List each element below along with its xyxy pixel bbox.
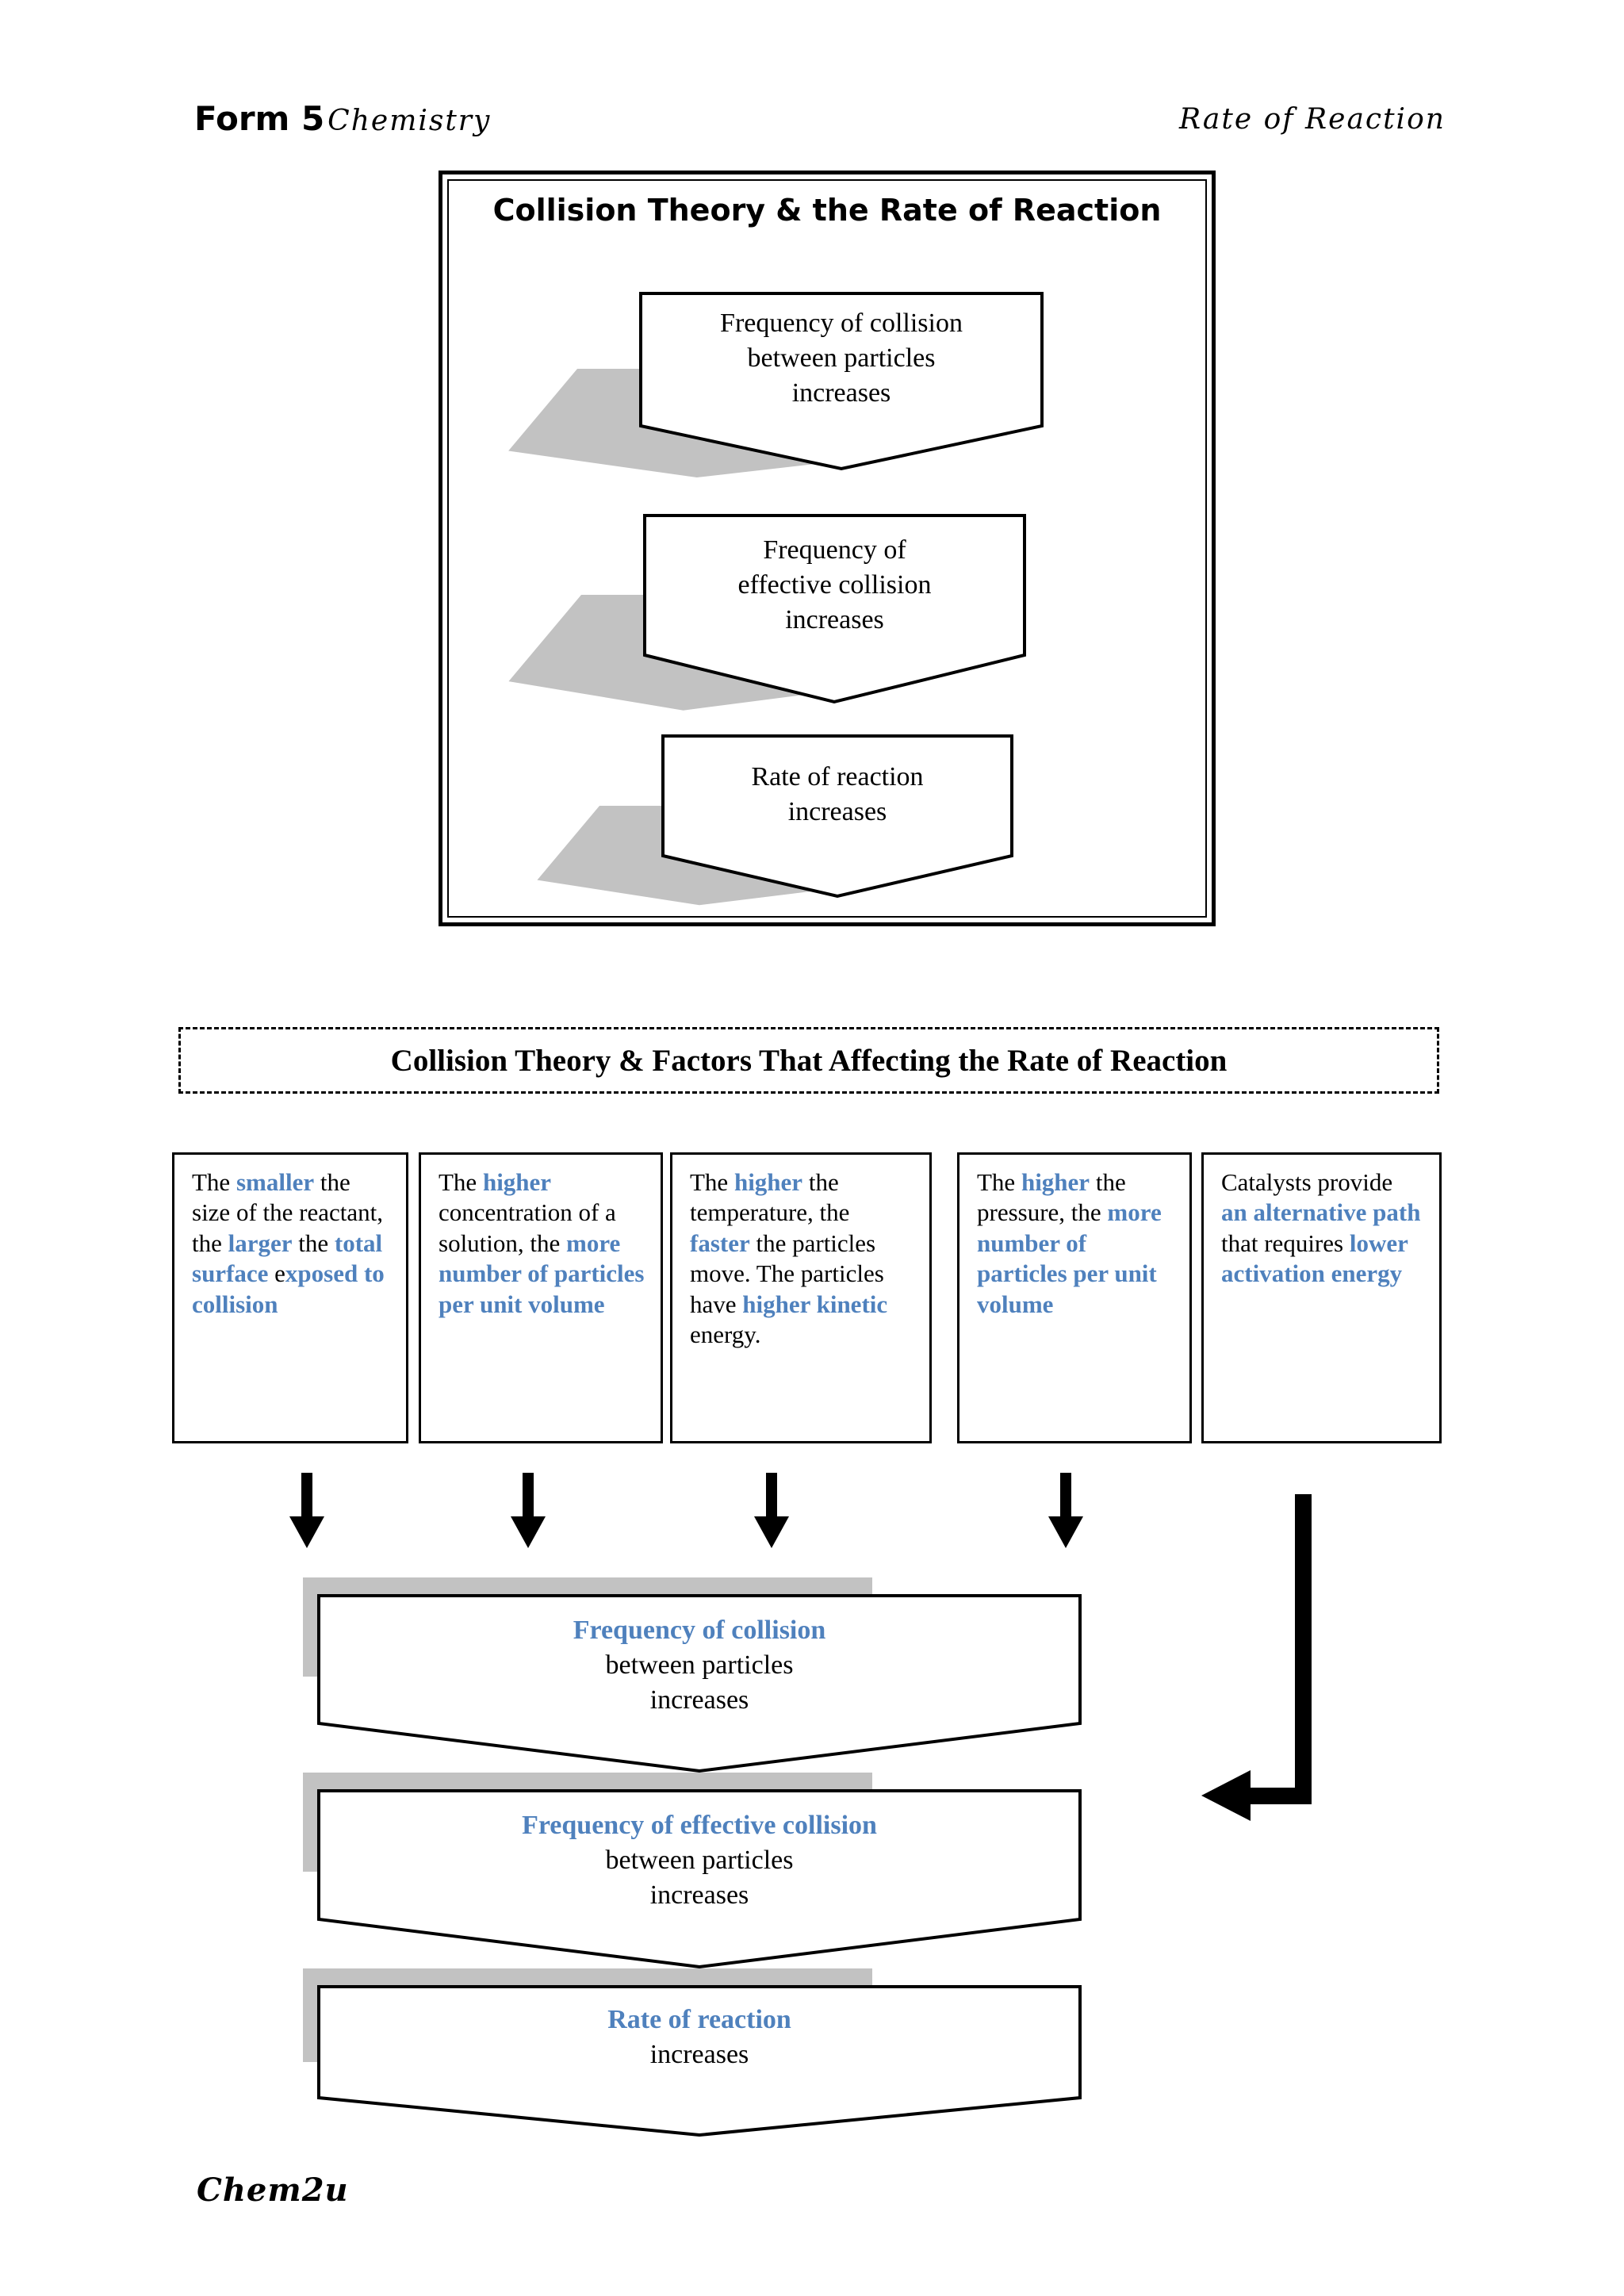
result-pentagon-text: Frequency of effective collision between… [319,1808,1080,1914]
factor-card-pressure: The higher the pressure, the more number… [957,1152,1192,1443]
result-pentagon-collision: Frequency of collision between particles… [303,1577,1082,1773]
header-course: Form 5 Chemistry [194,99,491,138]
result-pentagon-text: Frequency of collision between particles… [319,1613,1080,1719]
header-topic: Rate of Reaction [1179,103,1446,136]
result-pentagon-text: Rate of reaction increases [319,2003,1080,2072]
factor-card-size: The smaller the size of the reactant, th… [172,1152,408,1443]
down-arrow-icon [511,1473,546,1548]
result-highlight: Frequency of effective collision [522,1811,877,1840]
collision-theory-box [439,171,1216,926]
factor-card-concentration: The higher concentration of a solution, … [419,1152,663,1443]
result-pentagon-effective-collision: Frequency of effective collision between… [303,1773,1082,1969]
factors-title: Collision Theory & Factors That Affectin… [390,1043,1228,1078]
header-course-bold: Form 5 [194,99,325,138]
result-highlight: Rate of reaction [607,2005,791,2034]
result-rest: increases [649,2040,749,2070]
chem2u-logo: Chem2u [197,2171,349,2209]
collision-theory-title: Collision Theory & the Rate of Reaction [492,193,1162,228]
factor-card-catalyst: Catalysts provide an alternative path th… [1201,1152,1442,1443]
result-pentagon-rate: Rate of reaction increases [303,1968,1082,2137]
down-arrow-icon [754,1473,789,1548]
collision-theory-box-inner-border [447,179,1207,918]
factors-title-box: Collision Theory & Factors That Affectin… [178,1027,1439,1094]
factor-card-temperature: The higher the temperature, the faster t… [670,1152,932,1443]
down-arrow-icon [1048,1473,1083,1548]
down-arrow-icon [289,1473,324,1548]
elbow-arrow-icon [1201,1494,1312,1821]
result-highlight: Frequency of collision [573,1616,826,1645]
header-course-script: Chemistry [327,105,492,137]
